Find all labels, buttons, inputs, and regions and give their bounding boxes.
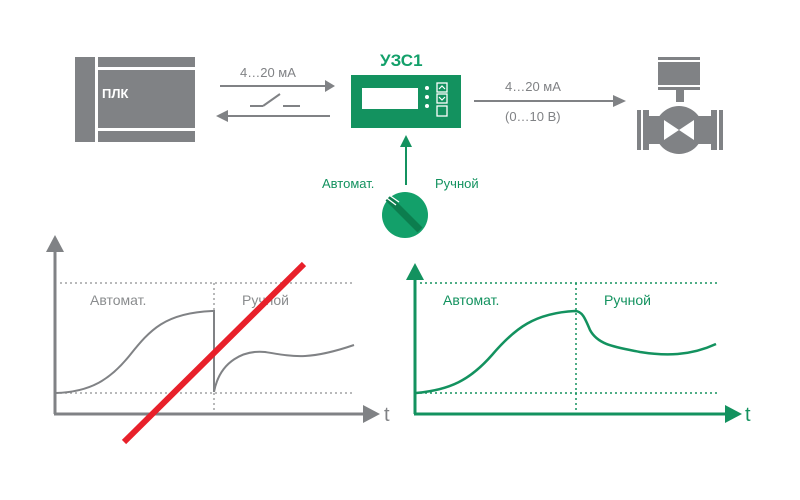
device-enter-button xyxy=(436,105,448,117)
mode-arrow-head xyxy=(400,135,412,147)
signal-out: 4…20 мА (0…10 В) xyxy=(474,79,626,124)
device-display xyxy=(362,88,418,109)
chart-left-curve xyxy=(55,310,355,394)
valve-icon xyxy=(637,57,723,154)
plc-bottom-bar xyxy=(98,131,195,142)
switch-pointer-mark xyxy=(383,195,397,206)
chart-left-label-auto: Автомат. xyxy=(90,292,146,308)
chevron-up-icon xyxy=(438,85,446,90)
device-led-1 xyxy=(425,86,429,90)
mode-switch[interactable]: Автомат. Ручной xyxy=(322,176,479,238)
arrow-left-head xyxy=(216,110,228,122)
chart-left-y-arrow xyxy=(46,235,64,252)
arrow-out-head xyxy=(613,95,626,107)
arrow-right-head xyxy=(325,80,335,92)
signal-out-sublabel: (0…10 В) xyxy=(505,109,561,124)
switch-contact-blade xyxy=(262,93,281,107)
plc-side-bar xyxy=(75,57,95,142)
signal-in: 4…20 мА xyxy=(220,65,335,92)
device-uzs1: УЗС1 xyxy=(351,51,461,128)
plc-block: ПЛК xyxy=(75,57,195,142)
chart-right-y-arrow xyxy=(406,263,424,280)
chart-left-t-label: t xyxy=(384,404,390,426)
signal-out-label: 4…20 мА xyxy=(505,79,561,94)
chevron-down-icon xyxy=(438,96,446,101)
chart-right: t Автомат. Ручной xyxy=(406,263,751,426)
switch-pointer-mark-2 xyxy=(385,192,400,203)
chart-left: t Автомат. Ручной xyxy=(46,235,390,445)
switch-label-auto: Автомат. xyxy=(322,176,374,191)
plc-top-bar xyxy=(98,57,195,67)
mode-arrow xyxy=(400,135,412,185)
cross-out-line xyxy=(121,261,307,445)
chart-right-x-arrow xyxy=(725,405,742,423)
device-up-button xyxy=(436,82,448,93)
device-led-2 xyxy=(425,95,429,99)
device-title: УЗС1 xyxy=(380,51,423,70)
device-led-3 xyxy=(425,104,429,108)
device-down-button xyxy=(436,93,448,104)
chart-right-label-manual: Ручной xyxy=(604,292,651,308)
plc-body xyxy=(98,70,195,128)
chart-left-x-arrow xyxy=(363,405,380,423)
switch-label-manual: Ручной xyxy=(435,176,479,191)
chart-right-t-label: t xyxy=(745,404,751,426)
signal-in-label: 4…20 мА xyxy=(240,65,296,80)
chart-right-curve xyxy=(415,309,717,395)
plc-label: ПЛК xyxy=(102,86,128,101)
switch-feedback xyxy=(216,93,330,122)
chart-right-label-auto: Автомат. xyxy=(443,292,499,308)
